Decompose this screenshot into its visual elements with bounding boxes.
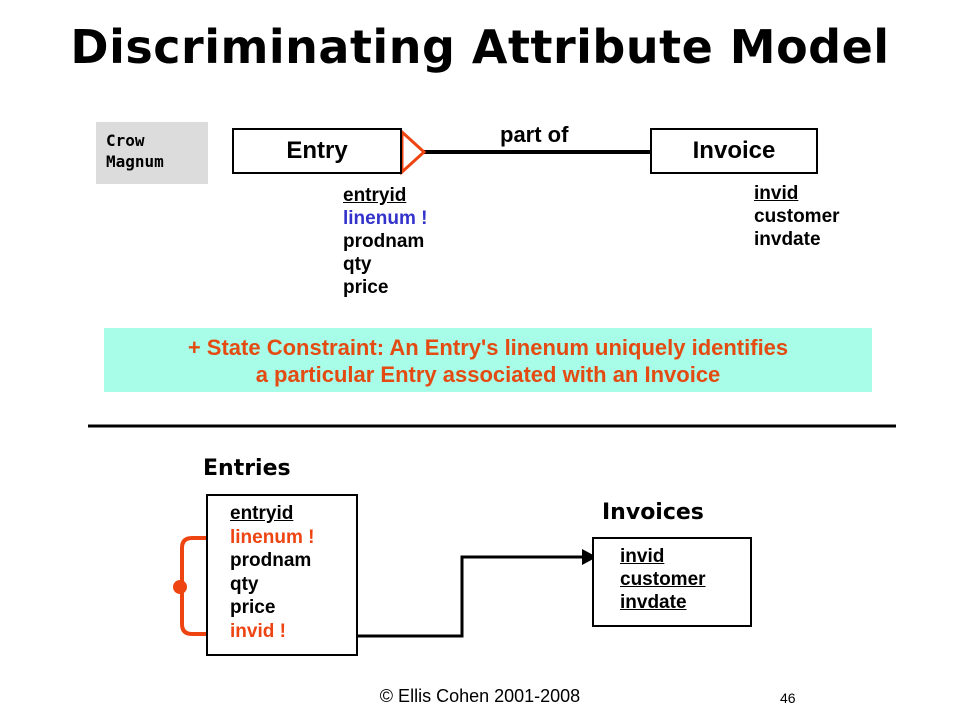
entries-col: invid !: [230, 620, 286, 642]
foreign-key-arrow-end: [582, 549, 597, 565]
invoice-attr: invid: [754, 183, 799, 204]
foreign-key-line: [330, 555, 596, 638]
entry-attr: price: [343, 277, 389, 298]
entries-col: price: [230, 597, 276, 618]
invoices-col: invdate: [620, 592, 687, 613]
entries-table-title: Entries: [203, 456, 291, 481]
entries-col: entryid: [230, 503, 294, 524]
constraint-line-1: + State Constraint: An Entry's linenum u…: [187, 335, 789, 360]
entry-attr: qty: [343, 254, 372, 275]
entries-col: qty: [230, 573, 259, 595]
invoices-col: invid: [620, 546, 665, 567]
bracket-dot: [173, 580, 187, 594]
notation-badge: Crow Magnum: [96, 122, 208, 184]
notation-line-2: Magnum: [106, 152, 164, 171]
entry-attributes: entryid linenum ! prodnam qty price: [343, 184, 427, 299]
constraint-line-2: a particular Entry associated with an In…: [255, 362, 721, 387]
invoice-attributes: invid customer invdate: [754, 182, 840, 251]
state-constraint-box: + State Constraint: An Entry's linenum u…: [104, 328, 872, 392]
invoice-attr: invdate: [754, 229, 821, 250]
entries-col: prodnam: [230, 550, 312, 571]
crows-foot-marker: [400, 128, 427, 176]
entity-entry-label: Entry: [286, 137, 348, 164]
entries-col: linenum !: [230, 526, 315, 548]
notation-line-1: Crow: [106, 131, 145, 150]
invoice-attr: customer: [754, 206, 840, 227]
entry-attr: entryid: [343, 185, 407, 206]
page-number: 46: [780, 690, 796, 706]
entry-attr: prodnam: [343, 231, 425, 252]
entity-invoice-label: Invoice: [692, 137, 776, 164]
slide-title: Discriminating Attribute Model: [70, 20, 890, 74]
entries-table: entryid linenum ! prodnam qty price invi…: [206, 494, 358, 656]
entity-entry: Entry: [232, 128, 402, 174]
invoices-col: customer: [620, 569, 706, 590]
entry-attr: linenum !: [343, 208, 428, 229]
footer-copyright: © Ellis Cohen 2001-2008: [379, 686, 581, 706]
relationship-label: part of: [500, 122, 569, 147]
invoices-table: invid customer invdate: [592, 537, 752, 627]
entity-invoice: Invoice: [650, 128, 818, 174]
invoices-table-title: Invoices: [602, 500, 704, 525]
